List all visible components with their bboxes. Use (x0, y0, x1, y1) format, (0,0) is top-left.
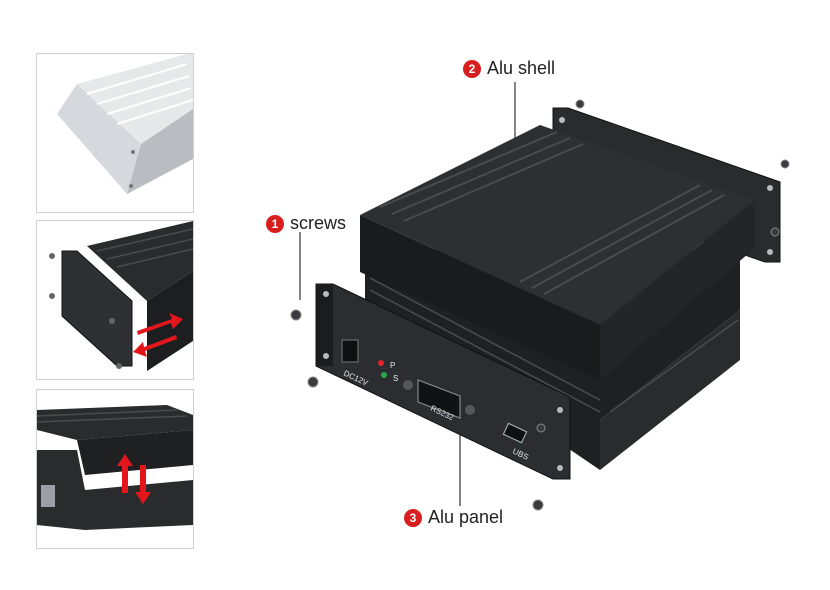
screw-icon (290, 99, 790, 511)
usb-port (502, 422, 528, 444)
led-p (378, 360, 384, 366)
callout-number-badge: 3 (404, 508, 422, 527)
serial-port (417, 379, 461, 419)
callout-number-badge: 1 (266, 214, 284, 233)
callout-screws: 1 screws (266, 213, 346, 234)
callout-alu-panel: 3 Alu panel (404, 507, 503, 528)
callout-label: Alu panel (428, 507, 504, 527)
led-s (381, 372, 387, 378)
led-p-label: P (390, 361, 395, 370)
thumbnail-panel-removal (36, 220, 194, 380)
upper-shell (360, 125, 755, 325)
thumbnail-shell-separation (36, 389, 194, 549)
dc-jack (341, 339, 359, 363)
callout-label: Alu shell (487, 58, 556, 78)
thumbnail-silver-enclosure (36, 53, 194, 213)
callout-number-badge: 2 (463, 59, 481, 78)
led-s-label: S (393, 374, 398, 383)
callout-label: screws (290, 213, 347, 233)
callout-alu-shell: 2 Alu shell (463, 58, 555, 79)
